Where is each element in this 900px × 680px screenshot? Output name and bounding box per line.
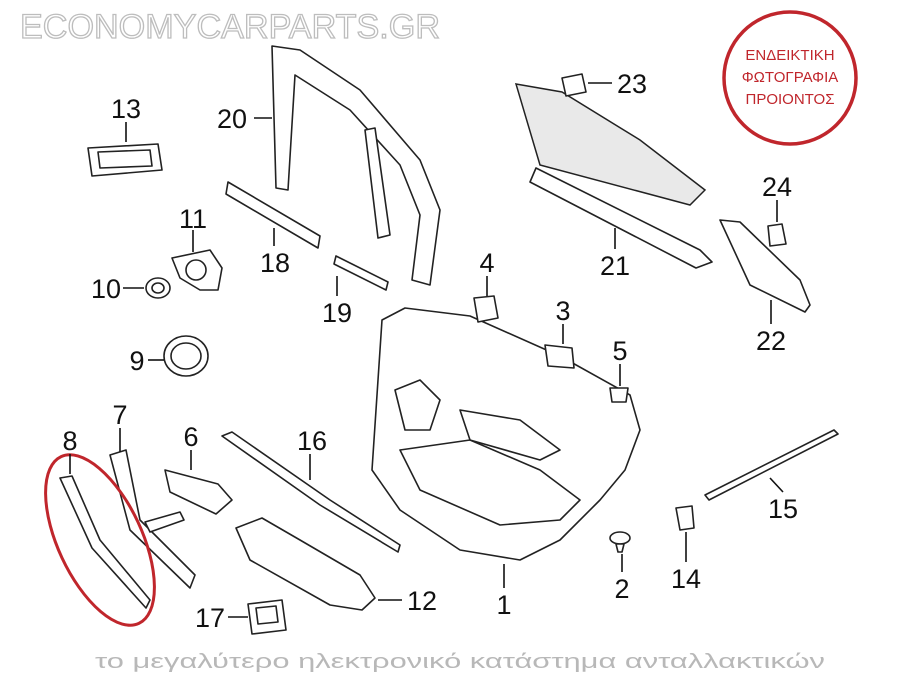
- part-20[interactable]: [271, 45, 441, 286]
- part-12[interactable]: [235, 517, 376, 611]
- callout-19: 19: [322, 298, 352, 328]
- notice-line-3: ΠΡΟΙΟΝΤΟΣ: [745, 91, 834, 108]
- notice-line-1: ΕΝΔΕΙΚΤΙΚΗ: [745, 47, 834, 64]
- part-6[interactable]: [164, 469, 233, 515]
- callout-6: 6: [183, 422, 198, 452]
- callout-23: 23: [617, 69, 647, 99]
- notice-line-2: ΦΩΤΟΓΡΑΦΙΑ: [742, 69, 839, 86]
- callout-18: 18: [260, 248, 290, 278]
- part-19[interactable]: [333, 255, 389, 291]
- callout-12: 12: [407, 586, 437, 616]
- callout-24: 24: [762, 172, 792, 202]
- part-9[interactable]: [163, 335, 209, 377]
- callout-22: 22: [756, 326, 786, 356]
- part-21-sunshade[interactable]: [514, 83, 713, 269]
- callout-1: 1: [496, 590, 511, 620]
- part-23[interactable]: [561, 73, 587, 97]
- callout-14: 14: [671, 564, 701, 594]
- watermark-brand: ECONOMYCARPARTS.GR: [20, 8, 440, 46]
- part-10[interactable]: [145, 277, 171, 299]
- callout-15: 15: [768, 494, 798, 524]
- callout-13: 13: [111, 94, 141, 124]
- part-8[interactable]: [59, 475, 151, 609]
- callout-7: 7: [112, 400, 127, 430]
- part-17[interactable]: [247, 599, 287, 635]
- part-13[interactable]: [87, 143, 163, 177]
- callout-9: 9: [129, 346, 144, 376]
- callout-4: 4: [479, 248, 494, 278]
- leader-lines: [69, 82, 784, 618]
- part-5[interactable]: [609, 387, 629, 403]
- part-24[interactable]: [767, 223, 787, 247]
- callout-11: 11: [179, 204, 207, 234]
- part-16[interactable]: [221, 431, 401, 553]
- part-4[interactable]: [473, 295, 499, 323]
- part-11[interactable]: [171, 249, 223, 291]
- callout-20: 20: [217, 104, 247, 134]
- watermark-tagline: το μεγαλύτερο ηλεκτρονικό κατάστημα αντα…: [95, 651, 825, 673]
- indicative-photo-notice: ΕΝΔΕΙΚΤΙΚΗ ΦΩΤΟΓΡΑΦΙΑ ΠΡΟΙΟΝΤΟΣ: [722, 10, 858, 146]
- callout-17: 17: [195, 603, 225, 633]
- part-18[interactable]: [225, 181, 321, 249]
- part-15[interactable]: [704, 429, 839, 501]
- callout-10: 10: [91, 274, 121, 304]
- part-7[interactable]: [109, 449, 196, 589]
- watermark: ECONOMYCARPARTS.GR το μεγαλύτερο ηλεκτρο…: [19, 7, 825, 673]
- part-14[interactable]: [675, 505, 695, 531]
- highlight-part-8: [44, 453, 156, 627]
- part-3[interactable]: [544, 344, 575, 369]
- callout-21: 21: [600, 251, 630, 281]
- callout-2: 2: [614, 574, 629, 604]
- callout-16: 16: [297, 426, 327, 456]
- part-1-door-panel[interactable]: [371, 307, 641, 561]
- callout-8: 8: [62, 426, 77, 456]
- part-2[interactable]: [609, 531, 631, 553]
- callout-5: 5: [612, 336, 627, 366]
- callout-labels: 1 2 3 4 5 6 7 8 9 10 11 12 13 14 15 16 1…: [62, 69, 798, 633]
- callout-3: 3: [555, 296, 570, 326]
- part-22[interactable]: [719, 219, 811, 313]
